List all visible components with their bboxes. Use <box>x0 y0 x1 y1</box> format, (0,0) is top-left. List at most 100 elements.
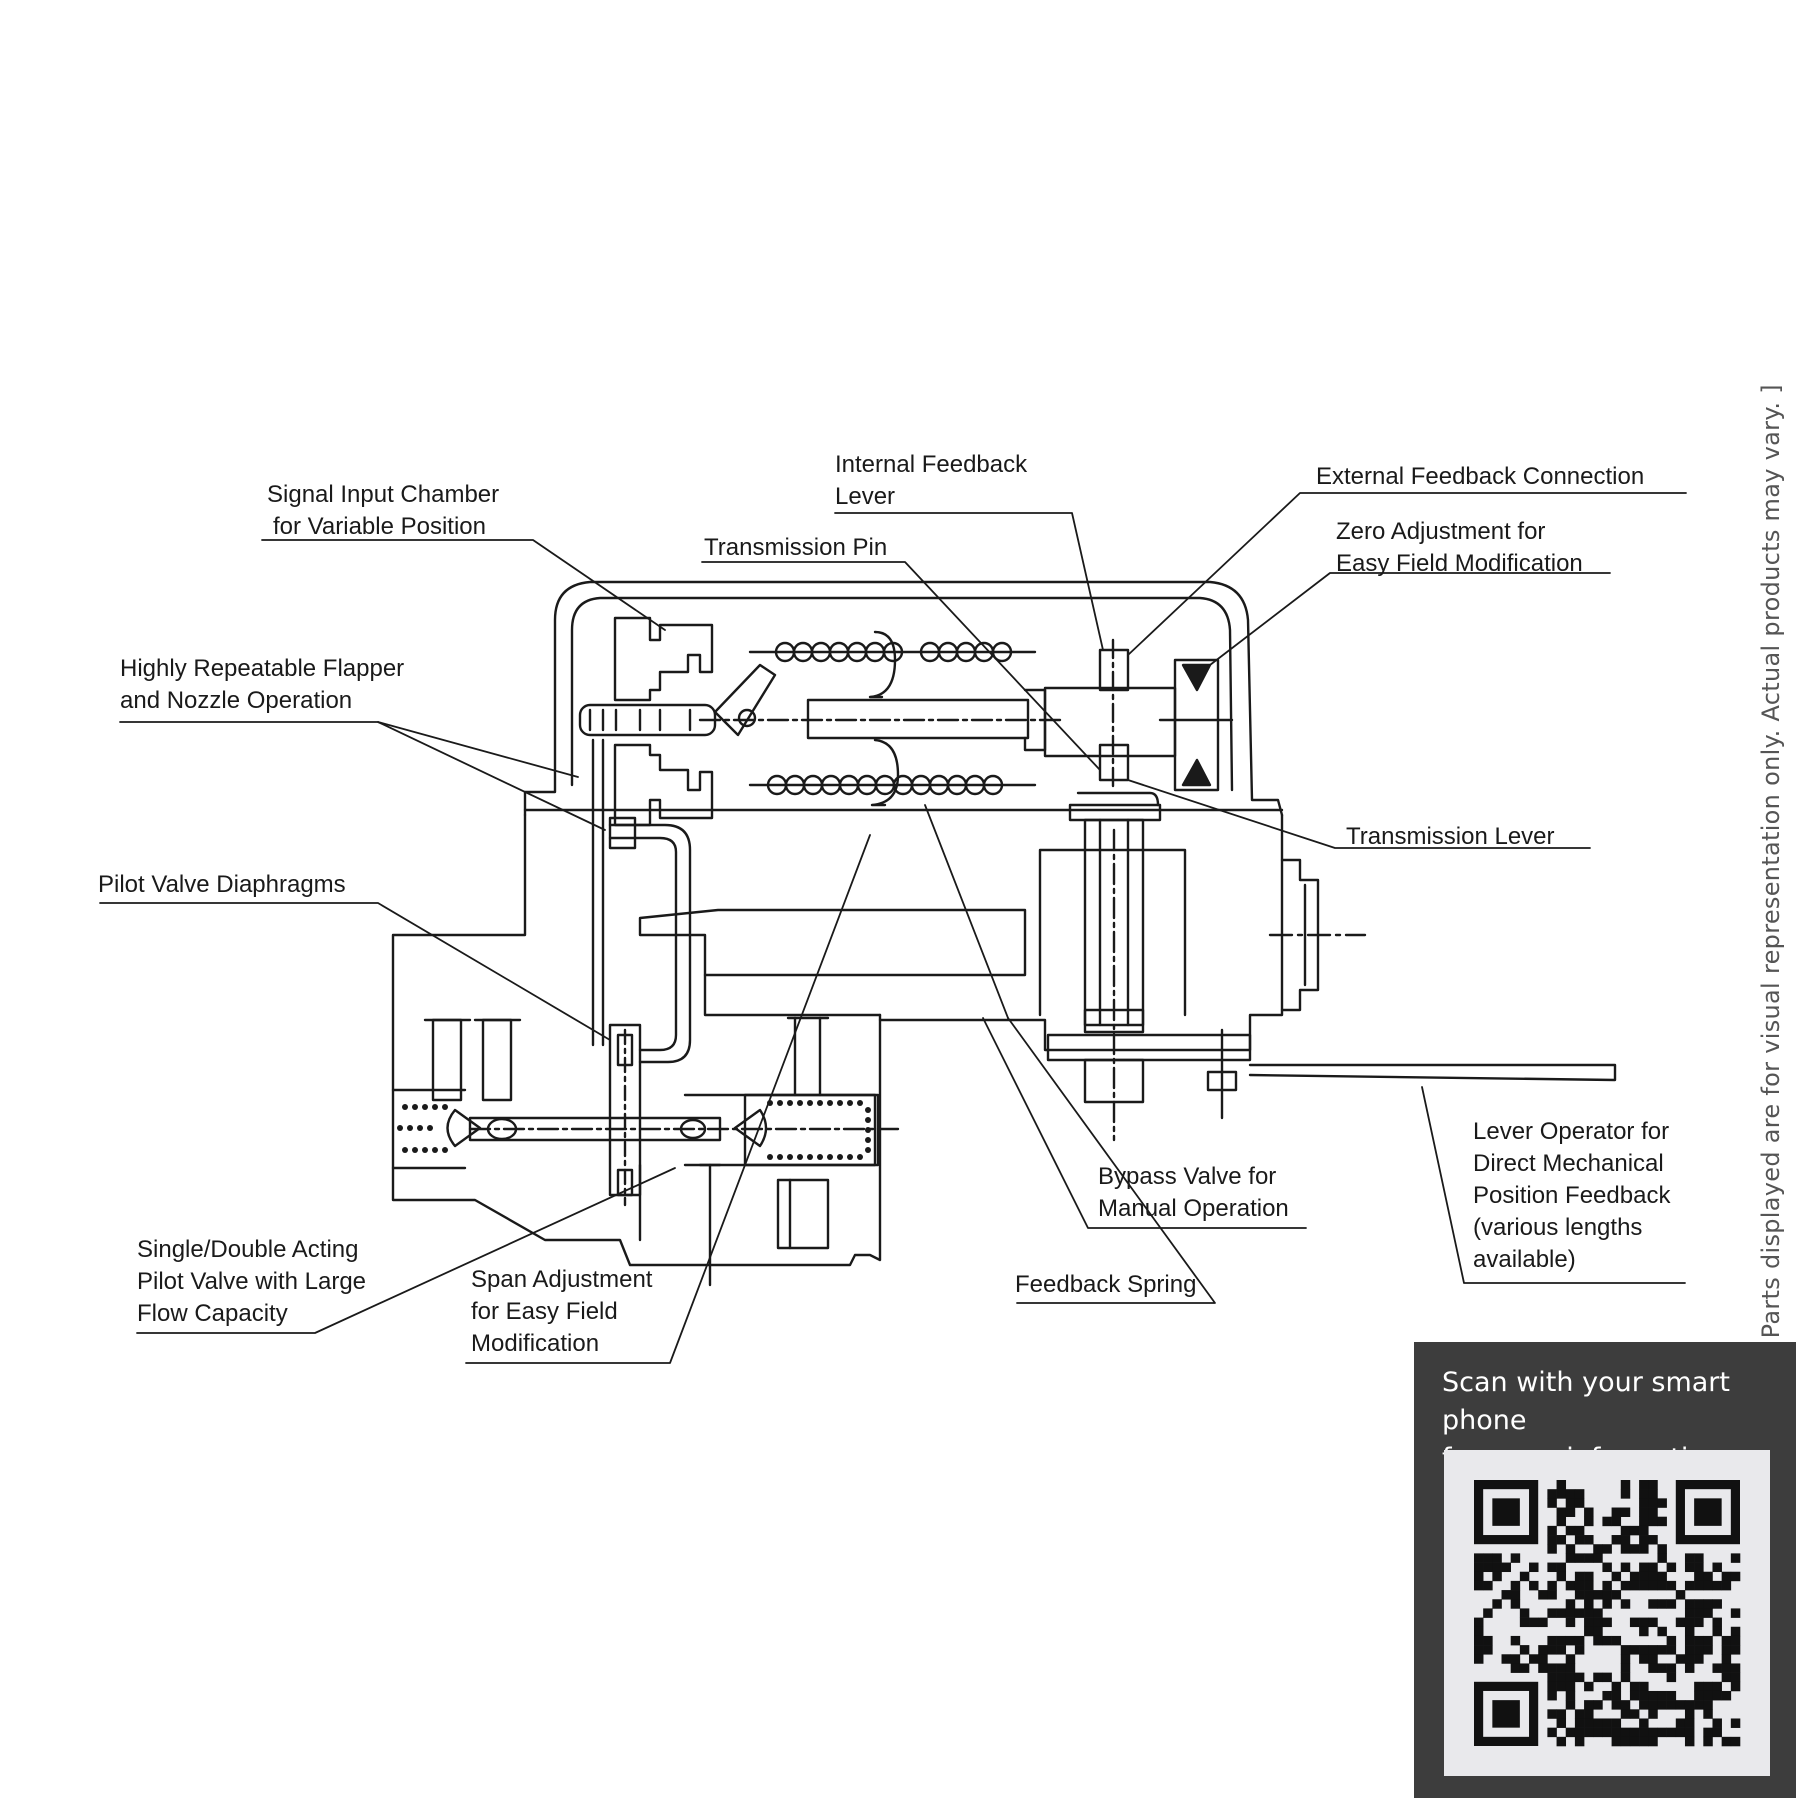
qr-module <box>1556 1645 1567 1655</box>
qr-module <box>1639 1535 1649 1545</box>
qr-module <box>1602 1635 1612 1646</box>
qr-module <box>1556 1516 1567 1527</box>
qr-module <box>1730 1736 1741 1747</box>
qr-module <box>1684 1599 1695 1609</box>
qr-module <box>1730 1635 1741 1646</box>
qr-module <box>1474 1571 1484 1582</box>
label-line: Modification <box>471 1330 600 1357</box>
qr-module <box>1556 1571 1567 1582</box>
qr-module <box>1602 1672 1612 1683</box>
label-pilot-valve-diaphragms: Pilot Valve Diaphragms <box>98 869 346 901</box>
qr-module <box>1648 1580 1658 1591</box>
qr-module <box>1565 1654 1576 1664</box>
qr-module <box>1620 1489 1631 1499</box>
qr-finder-pattern <box>1474 1681 1539 1746</box>
qr-module <box>1648 1654 1658 1664</box>
qr-module <box>1602 1562 1612 1573</box>
qr-module <box>1648 1690 1658 1701</box>
qr-module <box>1492 1562 1502 1573</box>
qr-module <box>1611 1516 1622 1527</box>
qr-module <box>1629 1709 1640 1719</box>
qr-module <box>1620 1599 1631 1609</box>
qr-module <box>1657 1700 1667 1710</box>
qr-module <box>1703 1645 1713 1655</box>
qr-module <box>1565 1663 1576 1673</box>
qr-module <box>1584 1599 1594 1609</box>
qr-module <box>1620 1544 1631 1554</box>
label-bypass-valve: Bypass Valve for Manual Operation <box>1098 1161 1289 1225</box>
qr-module <box>1629 1571 1640 1582</box>
qr-module <box>1510 1635 1521 1646</box>
qr-module <box>1694 1562 1704 1573</box>
qr-module <box>1483 1645 1493 1655</box>
label-line: Pilot Valve with Large <box>137 1268 367 1295</box>
qr-module <box>1639 1489 1649 1499</box>
qr-module <box>1721 1672 1732 1683</box>
leader-lines <box>99 492 1687 1364</box>
qr-module <box>1474 1645 1484 1655</box>
qr-module <box>1538 1645 1548 1655</box>
qr-module <box>1602 1718 1612 1728</box>
qr-module <box>1510 1599 1521 1609</box>
qr-module <box>1556 1718 1567 1728</box>
qr-module <box>1648 1599 1658 1609</box>
qr-module <box>1675 1700 1686 1710</box>
qr-module <box>1565 1580 1576 1591</box>
label-internal-feedback-lever: Internal Feedback Lever <box>835 449 1027 513</box>
qr-module <box>1657 1516 1667 1527</box>
qr-module <box>1547 1535 1557 1545</box>
qr-module <box>1684 1617 1695 1628</box>
spring-clip-upper <box>868 630 897 699</box>
qr-module <box>1657 1727 1667 1738</box>
label-line: and Nozzle Operation <box>120 687 353 714</box>
qr-module <box>1510 1553 1521 1563</box>
qr-module <box>1556 1562 1567 1573</box>
qr-module <box>1639 1617 1649 1628</box>
qr-module <box>1593 1700 1603 1710</box>
qr-module <box>1602 1590 1612 1600</box>
qr-module <box>1565 1489 1576 1499</box>
label-line: (various lengths <box>1473 1214 1643 1241</box>
qr-code[interactable] <box>1444 1450 1770 1776</box>
qr-module <box>1547 1690 1557 1701</box>
qr-module <box>1629 1645 1640 1655</box>
qr-module <box>1574 1608 1585 1618</box>
qr-module <box>1584 1617 1594 1628</box>
qr-module <box>1593 1727 1603 1738</box>
qr-panel: Scan with your smart phone for more info… <box>1414 1342 1796 1798</box>
qr-module <box>1620 1736 1631 1747</box>
qr-module <box>1620 1645 1631 1655</box>
qr-module <box>1694 1700 1704 1710</box>
qr-module <box>1529 1617 1539 1628</box>
qr-module <box>1694 1571 1704 1582</box>
qr-module <box>1547 1635 1557 1646</box>
qr-module <box>1703 1571 1713 1582</box>
qr-module <box>1611 1635 1622 1646</box>
qr-module <box>1538 1654 1548 1664</box>
qr-module <box>1547 1498 1557 1508</box>
qr-module <box>1629 1727 1640 1738</box>
label-line: Internal Feedback <box>835 451 1028 478</box>
label-lever-operator: Lever Operator for Direct Mechanical Pos… <box>1473 1116 1670 1276</box>
qr-module <box>1574 1718 1585 1728</box>
qr-module <box>1584 1516 1594 1527</box>
qr-module <box>1556 1608 1567 1618</box>
qr-module <box>1712 1690 1722 1701</box>
mid-shelf <box>703 973 882 1017</box>
qr-module <box>1547 1645 1557 1655</box>
qr-module <box>1712 1626 1722 1637</box>
qr-module <box>1666 1635 1677 1646</box>
qr-module <box>1474 1617 1484 1628</box>
qr-module <box>1684 1736 1695 1747</box>
upper-feedback-spring <box>748 641 1037 663</box>
qr-module <box>1593 1544 1603 1554</box>
qr-module <box>1620 1535 1631 1545</box>
qr-module <box>1639 1562 1649 1573</box>
qr-module <box>1474 1626 1484 1637</box>
qr-module <box>1611 1507 1622 1517</box>
qr-module <box>1666 1599 1677 1609</box>
qr-module <box>1684 1709 1695 1719</box>
qr-module <box>1712 1617 1722 1628</box>
qr-module <box>1648 1700 1658 1710</box>
